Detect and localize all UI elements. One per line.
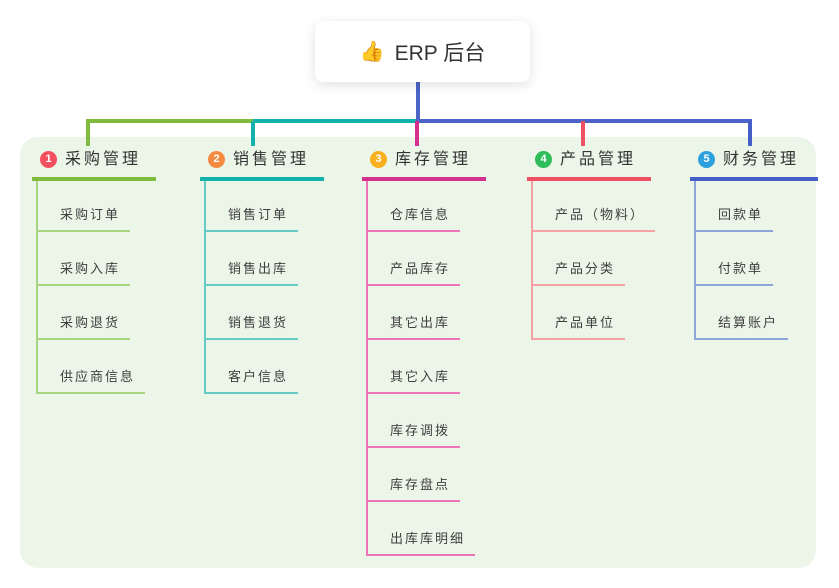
branch-product: 4 产品管理 产品（物料）产品分类产品单位	[527, 148, 656, 340]
thumbs-up-icon: 👍	[359, 40, 385, 63]
connector-bus-mid	[253, 119, 416, 123]
branch-finance: 5 财务管理 回款单付款单结算账户	[690, 148, 818, 340]
leaf-node[interactable]: 产品单位	[533, 286, 626, 340]
leaf-node[interactable]: 产品库存	[368, 232, 461, 286]
leaf-node[interactable]: 回款单	[696, 181, 774, 232]
leaf-node[interactable]: 客户信息	[206, 340, 299, 394]
branch-children: 采购订单采购入库采购退货供应商信息	[36, 181, 156, 394]
leaf-node[interactable]: 产品（物料）	[533, 181, 656, 232]
leaf-node[interactable]: 销售订单	[206, 181, 299, 232]
connector-drop-sales	[251, 121, 255, 146]
leaf-node[interactable]: 出库库明细	[368, 502, 476, 556]
branch-number-badge: 3	[370, 151, 387, 168]
branch-sales: 2 销售管理 销售订单销售出库销售退货客户信息	[200, 148, 324, 394]
branch-node-purchase[interactable]: 1 采购管理	[32, 148, 156, 181]
branch-inventory: 3 库存管理 仓库信息产品库存其它出库其它入库库存调拨库存盘点出库库明细	[362, 148, 486, 556]
connector-drop-purchase	[86, 121, 90, 146]
leaf-node[interactable]: 库存调拨	[368, 394, 461, 448]
branch-label: 库存管理	[395, 151, 472, 168]
branch-number-badge: 5	[698, 151, 715, 168]
branch-label: 采购管理	[65, 151, 142, 168]
root-node-label: ERP 后台	[394, 41, 486, 65]
branch-number-badge: 2	[208, 151, 225, 168]
branch-number-badge: 1	[40, 151, 57, 168]
branch-node-product[interactable]: 4 产品管理	[527, 148, 651, 181]
branch-children: 仓库信息产品库存其它出库其它入库库存调拨库存盘点出库库明细	[366, 181, 486, 556]
branch-children: 产品（物料）产品分类产品单位	[531, 181, 656, 340]
leaf-node[interactable]: 供应商信息	[38, 340, 146, 394]
leaf-node[interactable]: 其它出库	[368, 286, 461, 340]
branch-children: 销售订单销售出库销售退货客户信息	[204, 181, 324, 394]
leaf-node[interactable]: 采购退货	[38, 286, 131, 340]
branch-purchase: 1 采购管理 采购订单采购入库采购退货供应商信息	[32, 148, 156, 394]
branch-node-finance[interactable]: 5 财务管理	[690, 148, 818, 181]
connector-drop-inventory	[415, 121, 419, 146]
leaf-node[interactable]: 产品分类	[533, 232, 626, 286]
leaf-node[interactable]: 其它入库	[368, 340, 461, 394]
leaf-node[interactable]: 销售退货	[206, 286, 299, 340]
leaf-node[interactable]: 付款单	[696, 232, 774, 286]
connector-drop-finance	[748, 121, 752, 146]
leaf-node[interactable]: 结算账户	[696, 286, 789, 340]
background-panel	[20, 137, 816, 568]
branch-children: 回款单付款单结算账户	[694, 181, 818, 340]
leaf-node[interactable]: 销售出库	[206, 232, 299, 286]
branch-label: 产品管理	[560, 151, 637, 168]
branch-number-badge: 4	[535, 151, 552, 168]
branch-label: 财务管理	[723, 151, 800, 168]
leaf-node[interactable]: 采购订单	[38, 181, 131, 232]
connector-drop-product	[581, 121, 585, 146]
branch-node-inventory[interactable]: 3 库存管理	[362, 148, 486, 181]
branch-node-sales[interactable]: 2 销售管理	[200, 148, 324, 181]
branch-label: 销售管理	[233, 151, 310, 168]
root-node[interactable]: 👍 ERP 后台	[315, 21, 530, 82]
connector-bus-left	[86, 119, 253, 123]
leaf-node[interactable]: 采购入库	[38, 232, 131, 286]
leaf-node[interactable]: 库存盘点	[368, 448, 461, 502]
leaf-node[interactable]: 仓库信息	[368, 181, 461, 232]
connector-root-stem	[416, 82, 420, 121]
